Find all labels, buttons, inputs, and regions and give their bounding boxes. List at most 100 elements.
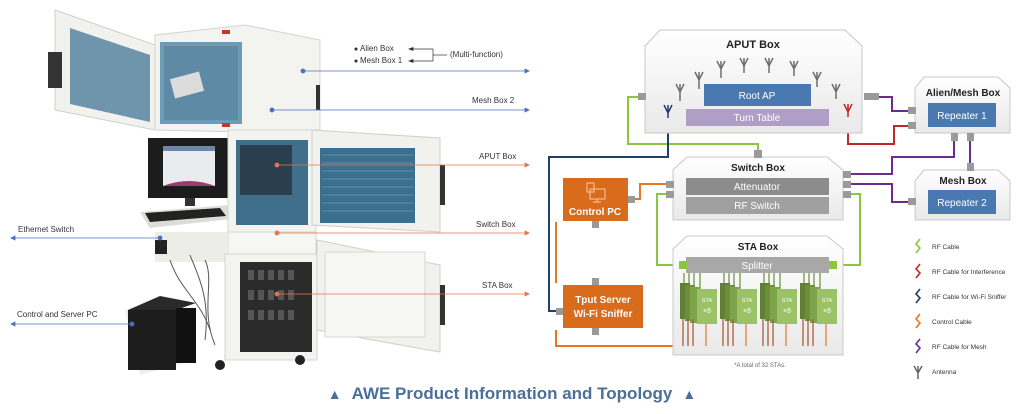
label-ethernet-switch: Ethernet Switch — [18, 225, 75, 234]
sta-label: STA — [742, 298, 753, 304]
topology-diagram: APUT Box Root AP Turn Table — [540, 0, 1024, 409]
sta-footnote: *A total of 32 STAs. — [734, 363, 786, 369]
antenna-icon — [913, 365, 923, 379]
mesh-box: Mesh Box Repeater 2 — [908, 163, 1011, 221]
upper-box — [154, 24, 321, 133]
splitter-block — [686, 257, 829, 273]
triangle-up-icon: ▲ — [682, 386, 697, 402]
sta-card-front — [777, 289, 797, 324]
interference-antenna-icon — [843, 103, 853, 117]
label-sta-box: STA Box — [482, 281, 513, 290]
caption: ▲ AWE Product Information and Topology ▲ — [0, 384, 1024, 404]
tput-server-label: Tput Server — [575, 295, 631, 306]
legend-label: RF Cable for Mesh — [932, 344, 987, 351]
label-mesh-box-2: Mesh Box 2 — [472, 96, 515, 105]
legend: RF Cable RF Cable for Interference RF Cabl… — [913, 238, 1007, 379]
sta-card — [810, 287, 820, 323]
root-ap-label: Root AP — [739, 91, 776, 102]
port — [908, 107, 916, 114]
turn-table-block — [686, 109, 829, 126]
mesh-box-title: Mesh Box — [939, 176, 987, 187]
port — [864, 93, 872, 100]
cable-icon — [914, 238, 922, 254]
leader-lines-orange — [274, 162, 530, 297]
repeater-2-label: Repeater 2 — [937, 198, 987, 209]
cable-icon — [914, 338, 922, 354]
sta-card-front — [817, 289, 837, 324]
cable-icon — [914, 313, 922, 329]
cable-rf-switch-splitter-right — [836, 193, 861, 266]
port — [829, 261, 837, 269]
multi-function-bracket — [354, 46, 447, 64]
legend-label: RF Cable for Interference — [932, 269, 1006, 276]
port — [967, 133, 974, 141]
triangle-up-icon: ▲ — [327, 386, 342, 402]
cable-interference — [847, 115, 910, 145]
sta-label: STA — [822, 298, 833, 304]
antenna-icons — [675, 57, 841, 101]
legend-label: Antenna — [932, 369, 957, 376]
control-pc-label: Control PC — [569, 207, 621, 218]
cable-mesh-switch-alien — [850, 137, 955, 175]
label-aput-box: APUT Box — [479, 152, 517, 161]
label-control-server-pc: Control and Server PC — [17, 310, 98, 319]
sta-label: STA — [702, 298, 713, 304]
sta-card-front — [697, 289, 717, 324]
sta-card — [730, 287, 740, 323]
alien-mesh-box-title: Alien/Mesh Box — [926, 88, 1001, 99]
aput-box: APUT Box Root AP Turn Table — [638, 29, 879, 134]
rf-switch-block — [686, 197, 829, 214]
sta-box: STA Box Splitter STA ×8 STA ×8 STA ×8 STA ×8 — [672, 235, 844, 356]
rf-switch-label: RF Switch — [734, 201, 780, 212]
sniffer-antenna-icon — [663, 104, 673, 118]
cable-sniffer — [548, 118, 669, 312]
port — [967, 163, 974, 171]
port — [843, 181, 851, 188]
sta-count: ×8 — [743, 308, 751, 315]
aput-box — [227, 129, 445, 236]
wifi-sniffer-label: Wi-Fi Sniffer — [574, 309, 633, 320]
label-alien-box: Alien Box — [360, 44, 394, 53]
turn-table-label: Turn Table — [734, 113, 781, 124]
cable-rf-aput-switch — [627, 96, 759, 152]
port — [666, 191, 674, 198]
port — [843, 171, 851, 178]
sta-card-front — [737, 289, 757, 324]
sta-groups: STA ×8 STA ×8 STA ×8 STA ×8 — [680, 273, 837, 346]
port — [556, 308, 563, 315]
tput-server: Tput Server Wi-Fi Sniffer — [556, 278, 643, 335]
monitor — [140, 138, 240, 228]
cable-icon — [914, 263, 922, 279]
switch-box-title: Switch Box — [731, 163, 785, 174]
port — [638, 93, 646, 100]
attenuator-label: Attenuator — [734, 182, 781, 193]
sta-label: STA — [782, 298, 793, 304]
port — [592, 328, 599, 335]
label-switch-box: Switch Box — [476, 220, 516, 229]
leader-lines-blue — [10, 68, 530, 327]
control-pc: Control PC — [563, 178, 635, 228]
sta-count: ×8 — [823, 308, 831, 315]
port — [843, 191, 851, 198]
sta-count: ×8 — [783, 308, 791, 315]
label-mesh-box-1: Mesh Box 1 — [360, 56, 403, 65]
caption-title: AWE Product Information and Topology — [351, 384, 673, 403]
attenuator-block — [686, 178, 829, 195]
pc-tower — [125, 296, 196, 375]
sta-box — [215, 239, 445, 370]
port — [908, 198, 916, 205]
port — [754, 150, 762, 158]
port — [679, 261, 687, 269]
sta-box-title: STA Box — [738, 242, 779, 253]
port — [666, 181, 674, 188]
computer-icon — [586, 182, 606, 203]
upper-box-door — [48, 9, 156, 131]
sta-count: ×8 — [703, 308, 711, 315]
legend-label: RF Cable — [932, 244, 960, 251]
cable-mesh-switch-meshbox — [850, 183, 910, 203]
port — [592, 221, 599, 228]
splitter-label: Splitter — [741, 261, 773, 272]
root-ap-block — [704, 84, 811, 106]
aput-box-title: APUT Box — [726, 39, 781, 51]
sta-card — [770, 287, 780, 323]
